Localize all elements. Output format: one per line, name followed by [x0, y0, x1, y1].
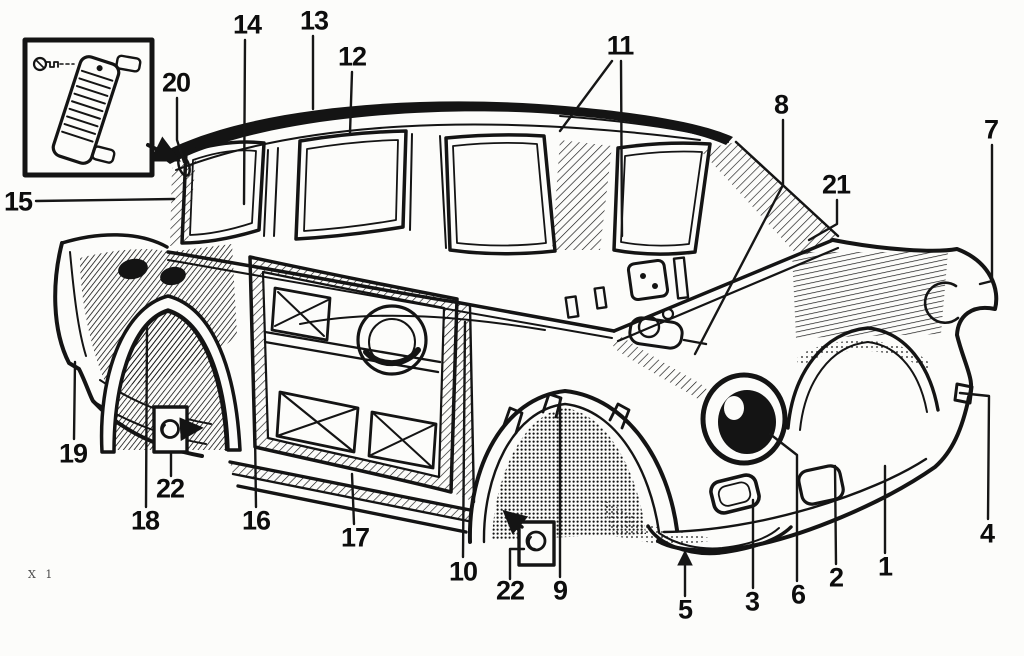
leader-line-14: [242, 38, 247, 206]
callout-label-8: 8: [773, 89, 789, 120]
callout-label-22b: 22: [495, 575, 525, 606]
callout-label-15: 15: [3, 186, 33, 217]
leader-line-7: [978, 143, 994, 286]
callout-label-16: 16: [241, 505, 271, 536]
callout-label-22a: 22: [155, 473, 185, 504]
callout-label-2: 2: [828, 562, 844, 593]
leader-line-19: [72, 360, 77, 441]
leader-line-11: [558, 59, 614, 133]
roof-and-greenhouse: [158, 101, 840, 339]
callout-label-18: 18: [130, 505, 160, 536]
front-body-section: [467, 238, 999, 556]
callout-label-11: 11: [606, 30, 635, 61]
callout-label-7: 7: [983, 114, 999, 145]
callout-label-9: 9: [552, 575, 568, 606]
inset-detail-box: [22, 37, 182, 178]
leader-line-20: [175, 96, 186, 164]
callout-label-14: 14: [232, 9, 262, 40]
leader-line-18: [144, 322, 149, 509]
callout-label-10: 10: [448, 556, 478, 587]
inset-pointer-arrow: [146, 136, 182, 162]
leader-line-15: [34, 197, 176, 203]
callout-label-5: 5: [677, 594, 693, 625]
front-panel-bracket: [953, 382, 974, 405]
leader-line-6: [768, 432, 799, 583]
callout-label-4: 4: [979, 518, 995, 549]
callout-label-17: 17: [340, 522, 370, 553]
screw-part: [32, 56, 75, 72]
vent-grille-part: [51, 55, 121, 165]
clip-part-upper: [115, 54, 142, 73]
leader-line-22b: [508, 547, 526, 581]
callout-label-13: 13: [299, 5, 329, 36]
rear-body-section: [53, 233, 242, 458]
leader-line-12: [348, 70, 354, 135]
callout-label-19: 19: [58, 438, 88, 469]
grommet-detail-b: [502, 509, 556, 567]
callout-label-6: 6: [790, 579, 806, 610]
footnote-text: X 1: [28, 568, 56, 581]
callout-label-1: 1: [877, 551, 893, 582]
callout-label-20: 20: [161, 67, 191, 98]
leader-line-17: [350, 472, 356, 526]
leader-line-11: [619, 59, 624, 238]
callout-label-3: 3: [744, 586, 760, 617]
clip-part-lower: [91, 145, 116, 164]
door-aperture-structure: [228, 255, 476, 534]
leader-line-8: [693, 118, 785, 356]
headlamp-bucket: [700, 372, 788, 466]
leader-line-21: [807, 198, 839, 242]
leader-line-16: [253, 431, 258, 509]
callout-label-12: 12: [337, 41, 367, 72]
leader-line-10: [461, 320, 467, 559]
callout-label-21: 21: [821, 169, 851, 200]
leader-line-2: [833, 464, 838, 566]
leader-line-4: [958, 391, 991, 521]
